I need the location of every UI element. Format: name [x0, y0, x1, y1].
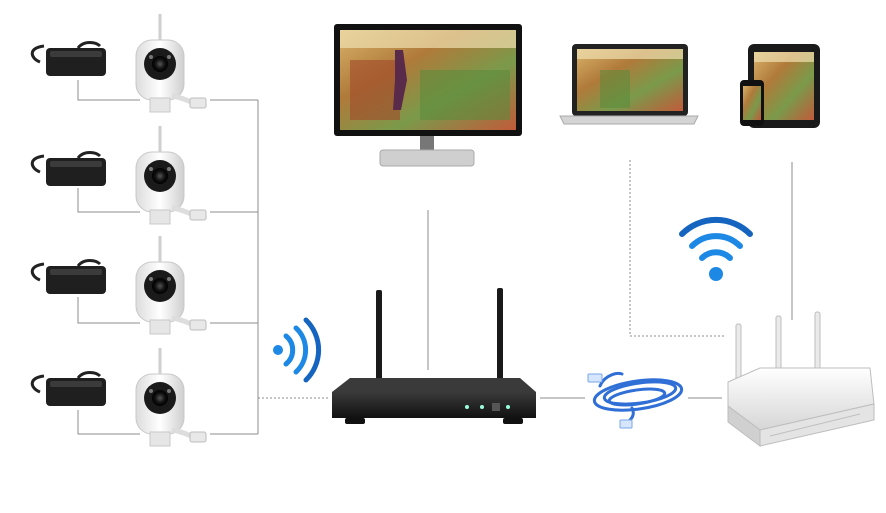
- cameras: [135, 14, 207, 447]
- power-adapter-3-icon: [30, 259, 106, 294]
- camera-2-icon: [135, 126, 207, 225]
- power-line-1: [77, 80, 140, 101]
- connection-lines: [77, 80, 793, 435]
- monitor-icon: [334, 24, 522, 167]
- wireless-nvr-icon: [332, 288, 536, 424]
- wifi-router-icon: [727, 311, 875, 447]
- wifi-signal-router-icon: [679, 216, 753, 281]
- camera-3-icon: [135, 236, 207, 335]
- power-adapters: [30, 41, 106, 406]
- laptop-to-router: [629, 160, 725, 337]
- ethernet-cable-icon: [587, 372, 684, 429]
- power-line-3: [77, 297, 140, 324]
- camera-4-icon: [135, 348, 207, 447]
- power-line-4: [77, 410, 140, 435]
- laptop-icon: [559, 44, 699, 125]
- power-line-2: [77, 188, 140, 213]
- power-adapter-2-icon: [30, 151, 106, 186]
- power-adapter-1-icon: [30, 41, 106, 76]
- tablet-icon: [740, 44, 820, 128]
- camera-1-icon: [135, 14, 207, 113]
- power-adapter-4-icon: [30, 371, 106, 406]
- wifi-signal-camera-link-icon: [273, 317, 322, 383]
